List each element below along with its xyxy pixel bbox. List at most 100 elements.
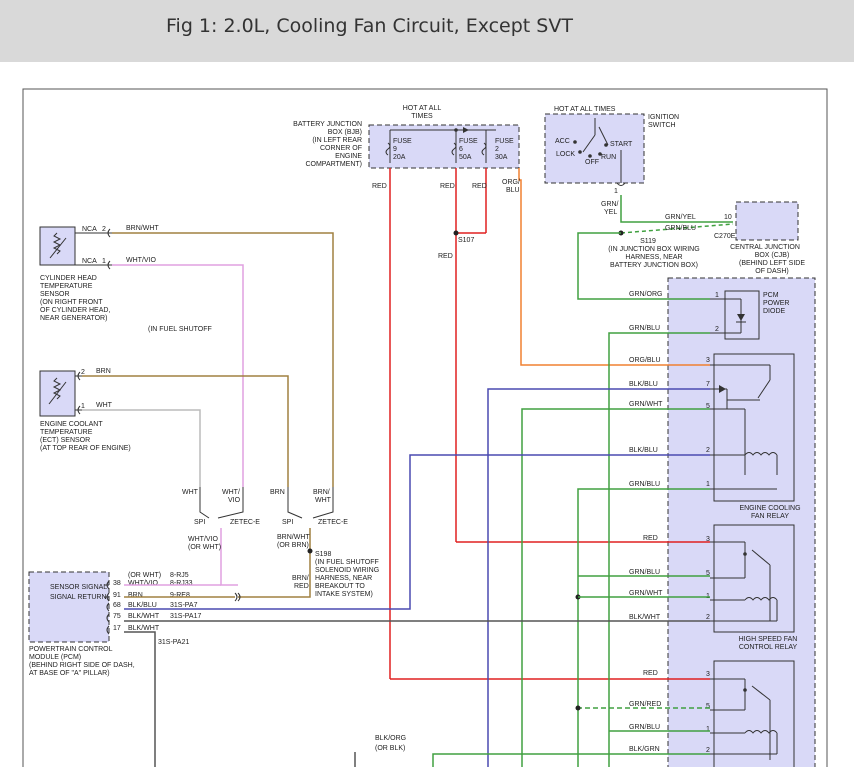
- bjb-box: [368, 124, 520, 169]
- wire-label-red-r3: RED: [643, 670, 658, 677]
- pcm-75-circuit: 31S-PA17: [170, 613, 201, 620]
- wire-label-wht-vio-or-2: (OR WHT): [188, 544, 221, 551]
- pcm-pin-75: 75: [113, 613, 121, 620]
- wire-brn-ect: [82, 375, 289, 487]
- wire-label-wht-ect: WHT: [96, 402, 113, 409]
- cjb-pin: 10: [724, 214, 732, 221]
- relay-module-box: [667, 277, 816, 767]
- ignition-run-contact: [598, 152, 602, 156]
- cht-conn-1-icon: [107, 260, 111, 270]
- hs-pin-2: 2: [706, 614, 710, 621]
- ignition-acc-contact: [573, 140, 577, 144]
- fuse-6-amp: 50A: [459, 154, 472, 161]
- wire-grn-blu-ecf1: [577, 488, 710, 767]
- ecf-pin-1: 1: [706, 481, 710, 488]
- pcm-pin-68: 68: [113, 602, 121, 609]
- diode-pin-2: 2: [715, 326, 719, 333]
- splice-s198-4: HARNESS, NEAR: [315, 575, 372, 582]
- pcm-91-circuit: 9-RE8: [170, 592, 190, 599]
- bjb-label-1: BATTERY JUNCTION: [293, 121, 362, 128]
- zetec-2: ZETEC-E: [318, 519, 348, 526]
- wire-grn-blu-cjb: [620, 223, 734, 234]
- bjb-label-6: COMPARTMENT): [305, 161, 362, 168]
- fuse-9-num: 9: [393, 146, 397, 153]
- wire-label-blk-org-1: BLK/ORG: [375, 735, 406, 742]
- wire-label-wht-vio-cht: WHT/VIO: [126, 257, 156, 264]
- wire-label-red-3: RED: [472, 183, 487, 190]
- central-junction-box: 10 C270E CENTRAL JUNCTION BOX (CJB) (BEH…: [714, 201, 805, 275]
- ecf-label-1: ENGINE COOLING: [739, 505, 800, 512]
- fuse-6-num: 6: [459, 146, 463, 153]
- wire-label-grn-org: GRN/ORG: [629, 291, 662, 298]
- r3-coil-icon: [744, 730, 778, 734]
- bjb-label-3: (IN LEFT REAR: [312, 137, 362, 144]
- cht-label-3: SENSOR: [40, 291, 70, 298]
- pcm-box: [28, 571, 110, 643]
- ect-label-1: ENGINE COOLANT: [40, 421, 103, 428]
- r3-pin-1: 1: [706, 726, 710, 733]
- third-relay-box: [713, 660, 795, 767]
- pcm-75-color: BLK/WHT: [128, 613, 160, 620]
- wire-label-grn-yel: GRN/YEL: [665, 214, 696, 221]
- splice-s198-dot: [307, 548, 313, 554]
- wire-label-org-2: BLU: [506, 187, 520, 194]
- ect-resistor-icon: [52, 377, 62, 400]
- r3-switch-arm: [751, 685, 771, 701]
- pcm-pin-38: 38: [113, 580, 121, 587]
- wire-label-brn-ect: BRN: [96, 368, 111, 375]
- option-split-2: [287, 487, 334, 519]
- ect-variable-arrow: [48, 381, 67, 405]
- cht-nca-2: NCA: [82, 226, 97, 233]
- splice-s119-1: S119: [640, 238, 656, 245]
- splice-s198-5: BREAKOUT TO: [315, 583, 365, 590]
- splice-s198-2: (IN FUEL SHUTOFF: [315, 559, 379, 566]
- cht-pin-2: 2: [102, 226, 106, 233]
- bjb-hot-1: HOT AT ALL: [403, 105, 442, 112]
- ignition-switch-arm: [582, 134, 596, 153]
- fuse-6-name: FUSE: [459, 138, 478, 145]
- r3-pin-2: 2: [706, 747, 710, 754]
- pcm-label-4: AT BASE OF "A" PILLAR): [29, 670, 110, 677]
- wire-org-blu: [518, 168, 710, 366]
- wire-label-blk-grn: BLK/GRN: [629, 746, 660, 753]
- diode-pin-1: 1: [715, 292, 719, 299]
- pcm-38-color2: WHT/VIO: [128, 580, 158, 587]
- ignition-start-contact: [604, 143, 608, 147]
- wire-label-blk-blu-2: BLK/BLU: [629, 447, 658, 454]
- hs-switch-arm: [751, 549, 771, 566]
- wire-label-brn-red-1: BRN/: [292, 575, 309, 582]
- splice-s198-1: S198: [315, 551, 331, 558]
- wire-label-grn-blu-hs5: GRN/BLU: [629, 569, 660, 576]
- pcm-label-3: (BEHIND RIGHT SIDE OF DASH,: [29, 662, 135, 669]
- r3-contact: [743, 688, 747, 692]
- wire-label-red-hs: RED: [643, 535, 658, 542]
- cylinder-head-temp-sensor: NCA 2 NCA 1 CYLINDER HEAD TEMPERATURE SE…: [39, 226, 112, 322]
- wire-label-grn-red: GRN/RED: [629, 701, 661, 708]
- cht-nca-1: NCA: [82, 258, 97, 265]
- wire-label-blk-wht-hs2: BLK/WHT: [629, 614, 661, 621]
- ignition-acc: ACC: [555, 138, 570, 145]
- ignition-pin: 1: [614, 188, 618, 195]
- hs-pin-5: 5: [706, 570, 710, 577]
- ecf-relay-box: [713, 353, 795, 502]
- spi-1: SPI: [194, 519, 205, 526]
- pcm-38-color: (OR WHT): [128, 572, 161, 579]
- wire-label-grn-wht-5: GRN/WHT: [629, 401, 663, 408]
- pcm-wire-17: [124, 631, 156, 767]
- wire-label-red-2: RED: [440, 183, 455, 190]
- wire-label-wht-vio-opt-2: VIO: [228, 497, 241, 504]
- hs-label-1: HIGH SPEED FAN: [739, 636, 798, 643]
- splice-s198-3: SOLENOID WIRING: [315, 567, 379, 574]
- fuse-2-icon: [481, 142, 487, 156]
- r3-pin-5: 5: [706, 703, 710, 710]
- ect-pin-1: 1: [81, 403, 85, 410]
- bjb-label-5: ENGINE: [335, 153, 362, 160]
- pcm-68-circuit: 31S-PA7: [170, 602, 198, 609]
- bjb-arrow-icon: [463, 127, 469, 133]
- wire-label-grn-yel-v2: YEL: [604, 209, 617, 216]
- pcm-connector-icons: [106, 580, 110, 635]
- wire-wht-vio-cht: [112, 264, 244, 487]
- pcm-91-conn-icon-2: [237, 592, 241, 602]
- bjb-node: [454, 128, 458, 132]
- ignition-hot: HOT AT ALL TIMES: [554, 106, 616, 113]
